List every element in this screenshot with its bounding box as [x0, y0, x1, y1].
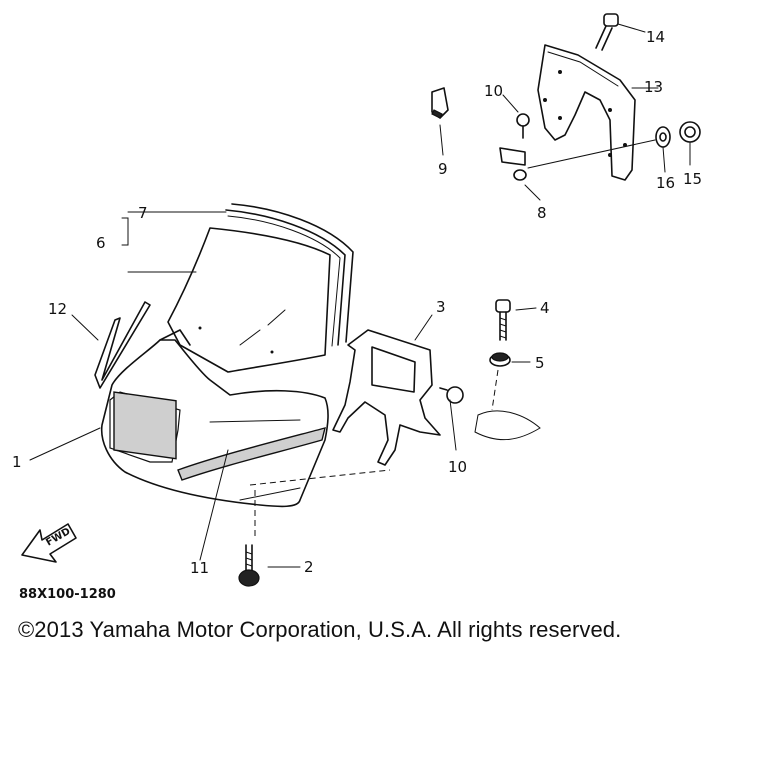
label-6: 6	[96, 234, 106, 252]
label-10-lower: 10	[448, 458, 467, 476]
clip-9	[431, 87, 449, 119]
mount-plate	[537, 44, 636, 181]
bolt-14	[595, 13, 619, 51]
nut-15	[679, 121, 701, 143]
label-14: 14	[646, 28, 665, 46]
label-11: 11	[190, 559, 209, 577]
bolt-4	[495, 299, 511, 341]
clip-8	[499, 147, 527, 181]
parts-diagram: 1 2 3 4 5 6 7 8 9 10 10 11 12 13 14 15 1…	[12, 13, 702, 602]
leader-lines	[29, 23, 691, 568]
part-labels: 1 2 3 4 5 6 7 8 9 10 10 11 12 13 14 15 1…	[12, 28, 702, 577]
diagram-code: 88X100-1280	[19, 587, 116, 602]
label-10-upper: 10	[484, 82, 503, 100]
bolt-10-lower	[439, 386, 464, 404]
label-9: 9	[438, 160, 448, 178]
label-2: 2	[304, 558, 314, 576]
bracket	[332, 329, 441, 466]
label-5: 5	[535, 354, 545, 372]
side-panel	[94, 301, 151, 389]
label-13: 13	[644, 78, 663, 96]
label-8: 8	[537, 204, 547, 222]
bolt-10-upper	[516, 113, 530, 139]
label-1: 1	[12, 453, 22, 471]
nut-5	[489, 352, 511, 367]
copyright-notice: ©2013 Yamaha Motor Corporation, U.S.A. A…	[18, 617, 622, 642]
windshield	[167, 227, 331, 373]
washer-16	[655, 126, 671, 148]
fairing	[100, 329, 391, 540]
label-4: 4	[540, 299, 550, 317]
bolt-2	[238, 544, 260, 587]
label-3: 3	[436, 298, 446, 316]
label-16: 16	[656, 174, 675, 192]
label-7: 7	[138, 204, 148, 222]
label-12: 12	[48, 300, 67, 318]
fwd-arrow: FWD	[21, 523, 77, 563]
label-15: 15	[683, 170, 702, 188]
windshield-trim	[225, 203, 354, 347]
